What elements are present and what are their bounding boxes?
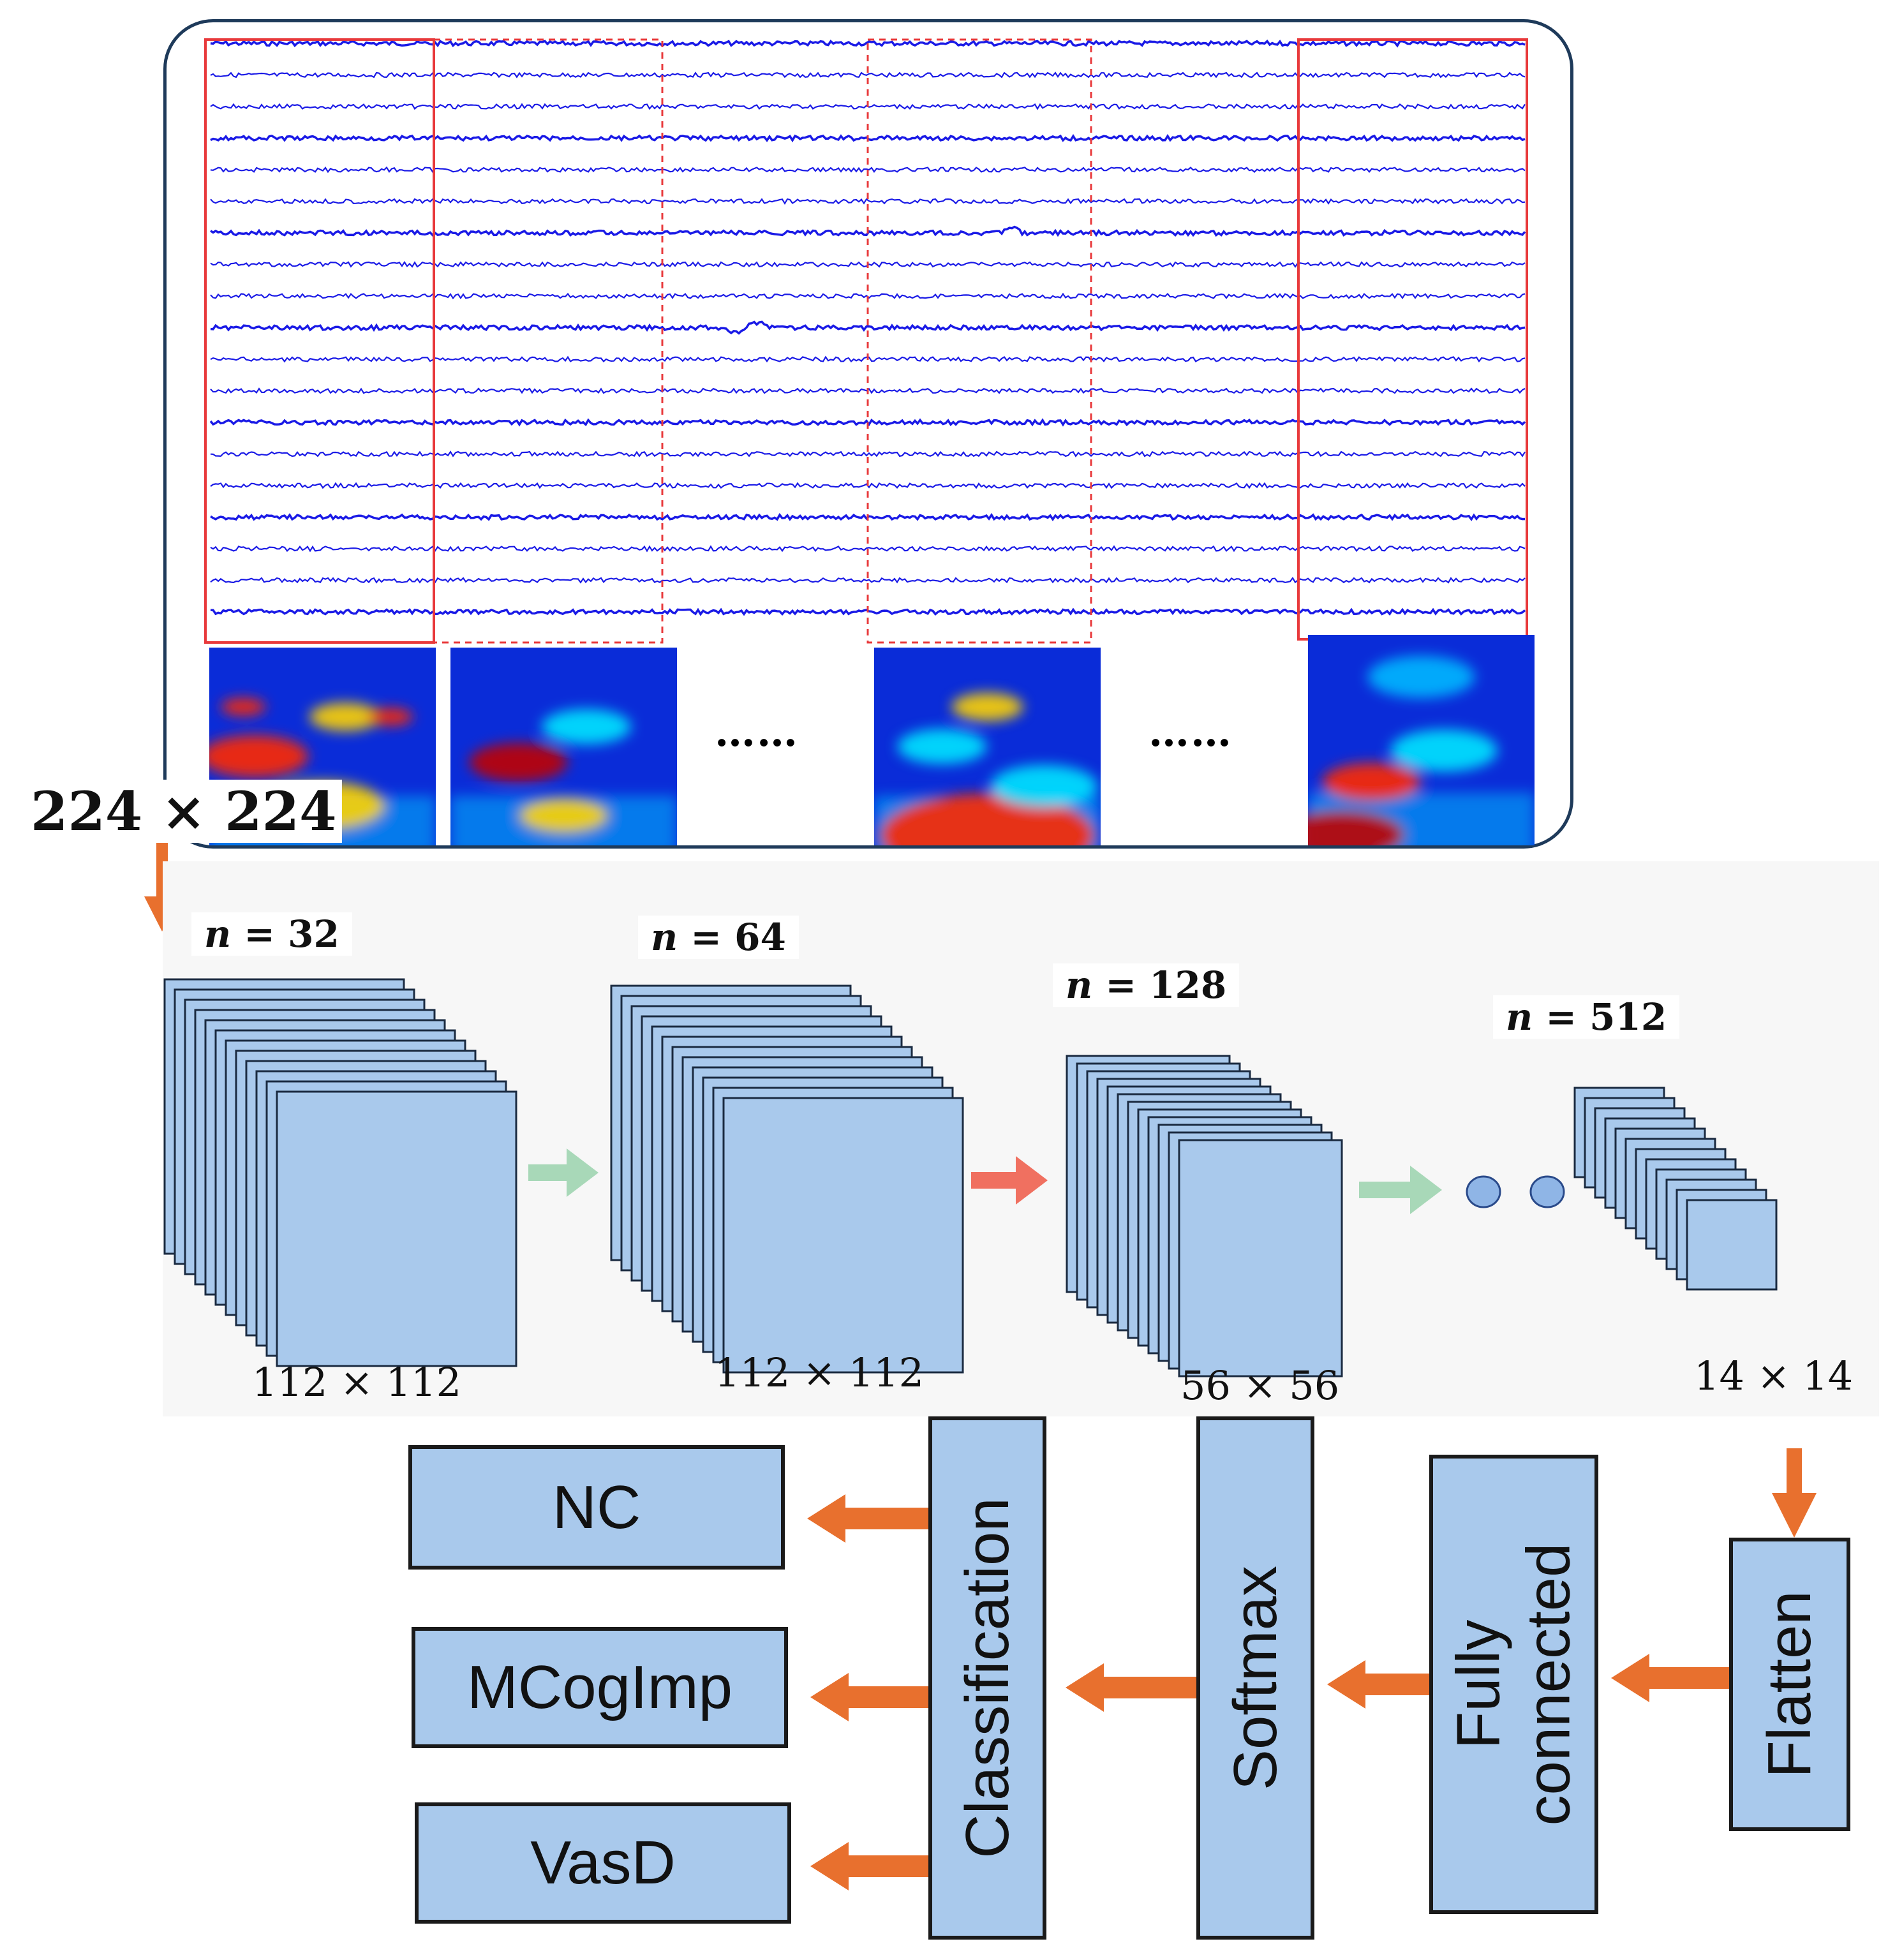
eeg-channel-trace <box>210 450 1526 457</box>
feature-map-layer <box>722 1097 964 1374</box>
n-var: n <box>1066 963 1093 1007</box>
feature-stack-1 <box>163 978 517 1367</box>
arrow-softmax-to-classification <box>1066 1663 1196 1712</box>
input-panel <box>163 19 1573 849</box>
classification-box: Classification <box>928 1416 1046 1940</box>
feature-stack-3 <box>1066 1055 1343 1377</box>
output-mcogimp-label: MCogImp <box>466 1653 733 1721</box>
ellipsis-1: …… <box>715 708 799 756</box>
arrow-to-flatten-shaft <box>1787 1448 1802 1496</box>
input-size-label: 224 × 224 <box>26 780 342 843</box>
n-value: = 512 <box>1545 995 1667 1039</box>
output-nc: NC <box>408 1445 785 1570</box>
eeg-channel-trace <box>210 198 1526 205</box>
scalogram-3 <box>874 648 1101 845</box>
size-label-block-2: 112 × 112 <box>715 1349 925 1396</box>
feature-map-layer <box>1686 1199 1778 1291</box>
arrow-to-flatten-head <box>1772 1493 1817 1538</box>
scalogram-4 <box>1308 635 1535 845</box>
eeg-channel-trace <box>210 320 1526 335</box>
arrow-to-vasd <box>810 1842 941 1890</box>
continuation-dot <box>1529 1175 1565 1208</box>
output-nc-label: NC <box>552 1473 641 1541</box>
eeg-channel-trace <box>210 39 1526 48</box>
n-value: = 64 <box>690 916 786 959</box>
fully-connected-line1: Fully <box>1444 1619 1513 1749</box>
size-label-block-4: 14 × 14 <box>1694 1353 1854 1399</box>
n-label-block-1: n = 32 <box>191 912 352 956</box>
feature-stack-2 <box>610 984 964 1374</box>
n-value: = 32 <box>244 912 339 956</box>
n-value: = 128 <box>1105 963 1227 1007</box>
output-vasd: VasD <box>415 1802 791 1924</box>
ellipsis-2: …… <box>1148 708 1233 756</box>
output-vasd-label: VasD <box>530 1829 676 1897</box>
n-var: n <box>651 916 678 959</box>
fully-connected-line2: connected <box>1514 1543 1583 1826</box>
feature-map-layer <box>1178 1139 1343 1377</box>
n-label-block-2: n = 64 <box>638 916 799 959</box>
arrow-flatten-to-fc <box>1611 1654 1745 1702</box>
softmax-label: Softmax <box>1221 1565 1290 1791</box>
flatten-box: Flatten <box>1729 1538 1850 1831</box>
output-mcogimp: MCogImp <box>412 1627 788 1748</box>
fully-connected-box: Fully connected <box>1429 1455 1598 1914</box>
size-label-block-1: 112 × 112 <box>252 1359 462 1406</box>
feature-map-layer <box>276 1090 517 1367</box>
arrow-block1-to-2 <box>528 1148 598 1197</box>
continuation-dot <box>1466 1175 1501 1208</box>
classification-label: Classification <box>953 1497 1022 1859</box>
flatten-label: Flatten <box>1755 1591 1824 1778</box>
eeg-channel-trace <box>210 166 1526 174</box>
n-var: n <box>204 912 232 956</box>
size-label-block-3: 56 × 56 <box>1180 1362 1340 1409</box>
n-label-block-3: n = 128 <box>1053 963 1240 1007</box>
arrow-block3-to-4 <box>1359 1166 1442 1214</box>
segment-box-2 <box>433 38 664 644</box>
feature-stack-4 <box>1573 1087 1778 1291</box>
eeg-channel-trace <box>210 71 1526 78</box>
n-label-block-4: n = 512 <box>1493 995 1680 1039</box>
scalogram-2 <box>450 648 677 845</box>
eeg-channel-trace <box>210 545 1526 553</box>
arrow-block2-to-3 <box>971 1156 1048 1205</box>
arrow-to-mcogimp <box>810 1673 941 1721</box>
n-var: n <box>1506 995 1533 1039</box>
arrow-to-nc <box>807 1494 938 1543</box>
fully-connected-label: Fully connected <box>1443 1543 1584 1825</box>
softmax-box: Softmax <box>1196 1416 1314 1940</box>
eeg-channel-trace <box>210 577 1526 584</box>
